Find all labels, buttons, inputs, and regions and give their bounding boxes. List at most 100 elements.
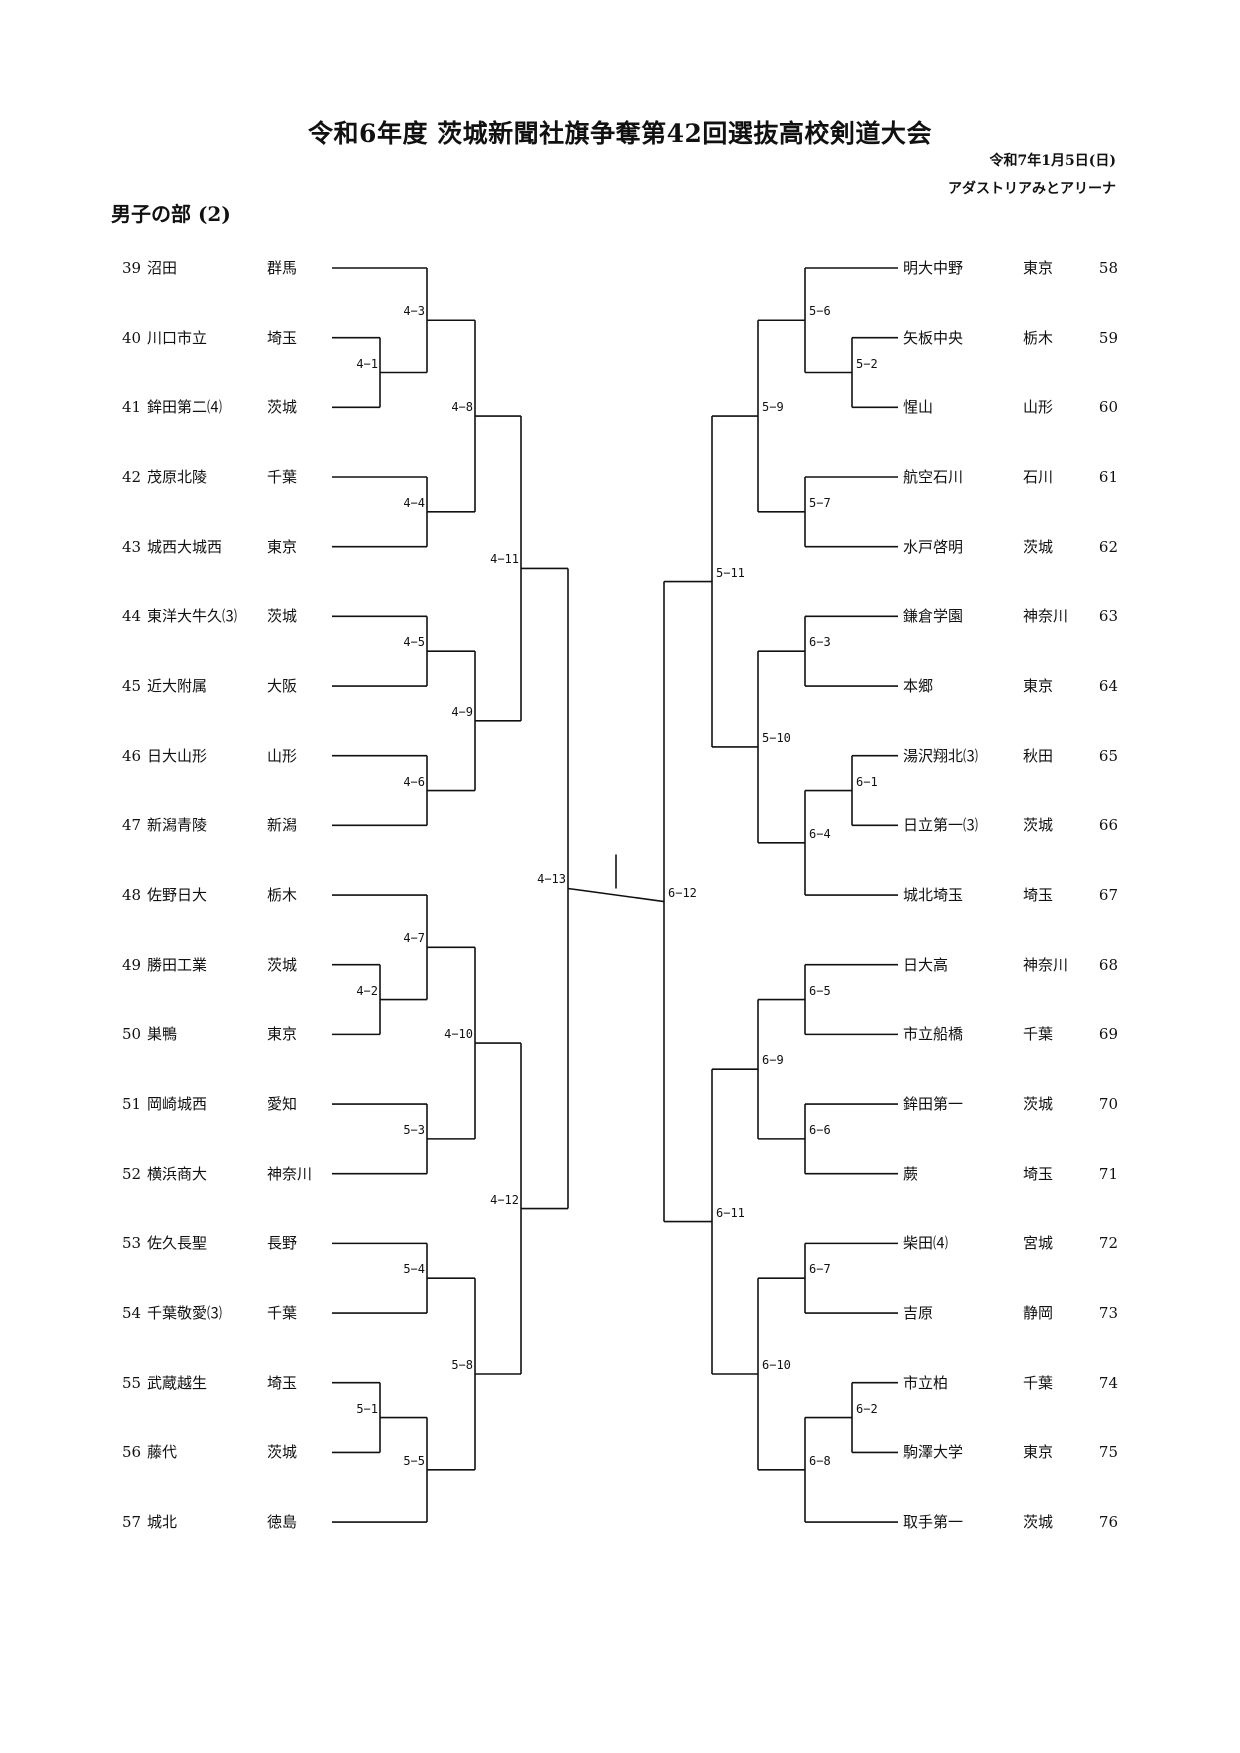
team-number: 62 [1098,537,1118,556]
match-label: 5−6 [809,304,831,319]
match-label: 4−12 [490,1192,519,1207]
team-prefecture: 東京 [267,537,298,556]
match-label: 5−8 [451,1358,473,1372]
team-prefecture: 埼玉 [267,328,298,347]
team-school: 鉾田第二⑷ [147,398,223,417]
team-number: 53 [122,1234,142,1253]
team-number: 50 [122,1025,142,1044]
team-prefecture: 愛知 [267,1095,298,1114]
team-number: 49 [122,955,142,974]
team-number: 67 [1098,886,1118,905]
match-label: 4−6 [403,774,425,789]
team-school: 本郷 [903,677,934,696]
team-prefecture: 山形 [1023,398,1054,417]
team-school: 蕨 [903,1164,919,1183]
team-prefecture: 埼玉 [1023,886,1054,905]
team-prefecture: 東京 [1023,1443,1054,1462]
team-school: 日大山形 [147,746,208,765]
team-school: 城西大城西 [147,537,223,556]
team-school: 沼田 [147,259,178,277]
match-label: 5−4 [403,1262,425,1277]
team-school: 取手第一 [903,1513,964,1532]
team-prefecture: 茨城 [267,607,298,626]
team-school: 川口市立 [147,328,208,347]
team-number: 46 [122,746,142,765]
team-prefecture: 徳島 [267,1513,298,1532]
team-prefecture: 神奈川 [267,1164,313,1183]
team-prefecture: 埼玉 [267,1373,298,1392]
team-number: 61 [1098,468,1118,486]
match-label: 6−12 [668,885,697,900]
team-number: 43 [122,537,142,556]
team-number: 65 [1098,746,1118,765]
team-number: 52 [122,1164,142,1183]
team-number: 56 [122,1443,142,1462]
match-label: 6−2 [856,1401,878,1416]
match-label: 5−11 [716,565,745,580]
match-label: 4−9 [451,704,473,719]
team-school: 藤代 [147,1443,178,1462]
team-prefecture: 石川 [1023,468,1054,486]
match-label: 5−9 [762,400,784,415]
team-number: 70 [1098,1095,1118,1114]
team-school: 水戸啓明 [903,537,964,556]
team-number: 60 [1098,398,1118,417]
team-prefecture: 茨城 [1023,816,1054,835]
match-label: 6−9 [762,1053,784,1068]
team-school: 岡崎城西 [147,1095,208,1114]
match-label: 5−10 [762,730,791,745]
page-title: 令和6年度 茨城新聞社旗争奪第42回選抜高校剣道大会 [308,119,932,148]
team-school: 横浜商大 [147,1164,208,1183]
team-prefecture: 大阪 [267,677,298,696]
team-number: 71 [1098,1164,1118,1183]
team-number: 75 [1098,1443,1118,1462]
match-label: 5−2 [856,356,878,371]
team-school: 茂原北陵 [147,468,208,486]
team-school: 佐野日大 [147,886,208,905]
team-prefecture: 茨城 [267,955,298,974]
team-number: 47 [122,816,142,835]
team-school: 勝田工業 [147,955,208,974]
team-prefecture: 群馬 [267,259,298,277]
team-school: 新潟青陵 [147,816,208,835]
team-prefecture: 千葉 [267,1304,298,1323]
match-label: 5−3 [403,1122,425,1137]
team-school: 惺山 [903,398,934,417]
team-prefecture: 長野 [267,1234,298,1253]
team-prefecture: 茨城 [267,1443,298,1462]
match-label: 4−4 [403,495,425,510]
team-school: 日立第一⑶ [903,816,979,835]
division-heading: 男子の部 (2) [111,202,231,226]
team-prefecture: 秋田 [1023,746,1054,765]
team-prefecture: 栃木 [267,886,298,905]
match-label: 6−1 [856,774,878,789]
team-prefecture: 東京 [1023,259,1054,277]
match-label: 5−7 [809,495,831,510]
match-label: 6−4 [809,826,831,841]
match-label: 4−2 [356,983,378,998]
team-number: 58 [1098,259,1118,277]
team-number: 39 [122,259,142,277]
team-school: 武蔵越生 [147,1373,208,1392]
team-school: 明大中野 [903,259,964,277]
team-school: 市立船橋 [903,1025,964,1044]
team-prefecture: 千葉 [1023,1373,1054,1392]
team-school: 千葉敬愛⑶ [147,1304,223,1323]
team-prefecture: 山形 [267,746,298,765]
team-number: 66 [1098,816,1118,835]
match-label: 4−11 [490,552,519,567]
match-label: 6−3 [809,635,831,650]
team-school: 城北埼玉 [903,886,964,905]
match-label: 6−6 [809,1122,831,1137]
team-prefecture: 茨城 [1023,1513,1054,1532]
team-school: 東洋大牛久⑶ [147,607,238,626]
team-school: 航空石川 [903,468,964,486]
team-prefecture: 埼玉 [1023,1164,1054,1183]
team-number: 42 [122,468,142,486]
team-school: 鉾田第一 [903,1095,964,1114]
team-school: 湯沢翔北⑶ [903,746,979,765]
team-number: 76 [1098,1513,1118,1532]
team-prefecture: 茨城 [1023,537,1054,556]
